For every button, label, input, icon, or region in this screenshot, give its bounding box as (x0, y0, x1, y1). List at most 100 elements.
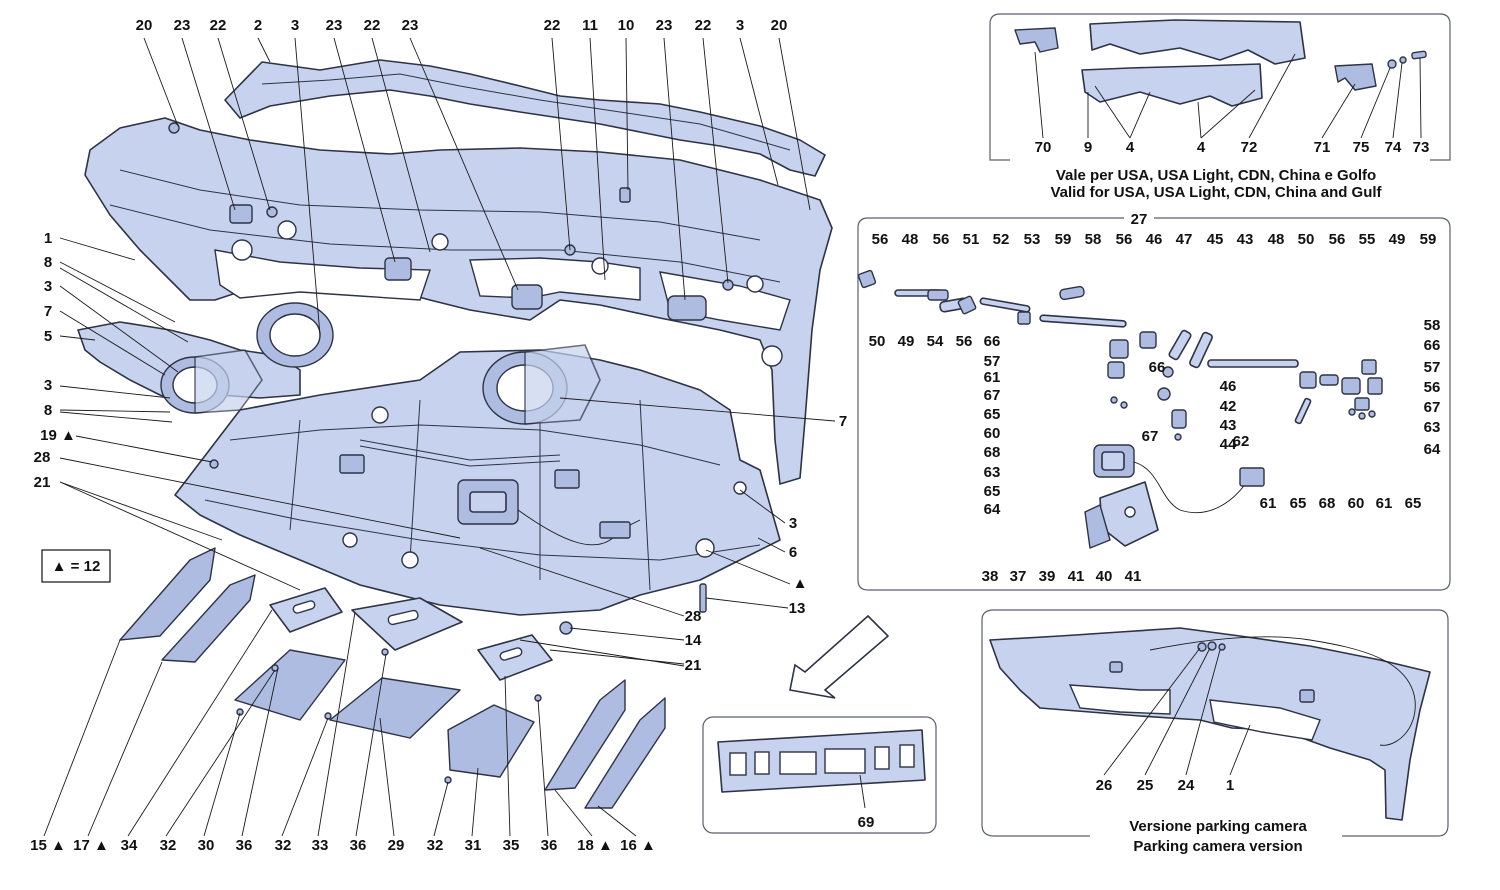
plate-callout: 69 (858, 814, 875, 831)
mechanism-callout-13: 48 (1268, 231, 1285, 248)
main-callout-4: 3 (291, 17, 299, 34)
main-callout-42: 29 (388, 837, 405, 854)
main-callout-46: 36 (541, 837, 558, 854)
main-callout-41: 36 (350, 837, 367, 854)
mechanism-callout-29: 68 (984, 444, 1001, 461)
mechanism-callout-22: 56 (956, 333, 973, 350)
main-callout-7: 23 (402, 17, 419, 34)
mechanism-callout-45: 64 (1424, 441, 1441, 458)
mechanism-callout-58: 41 (1125, 568, 1142, 585)
main-callout-24: 21 (34, 474, 51, 491)
mechanism-callout-11: 45 (1207, 231, 1224, 248)
usa-callout-8: 73 (1413, 139, 1430, 156)
mechanism-callout-53: 38 (982, 568, 999, 585)
main-callout-5: 23 (326, 17, 343, 34)
mechanism-callout-15: 56 (1329, 231, 1346, 248)
usa-callout-3: 4 (1197, 139, 1206, 156)
main-assembly (43, 37, 836, 837)
main-callout-43: 32 (427, 837, 444, 854)
mechanism-callout-20: 49 (898, 333, 915, 350)
camera-callout-0: 26 (1096, 777, 1113, 794)
main-callout-28: ▲ (793, 575, 808, 592)
main-callout-23: 28 (34, 449, 51, 466)
camera-caption-en: Parking camera version (1133, 838, 1302, 855)
main-callout-13: 3 (736, 17, 744, 34)
main-callout-0: 20 (136, 17, 153, 34)
mechanism-panel: 27 (857, 211, 1451, 591)
main-callout-44: 31 (465, 837, 482, 854)
main-callout-22: 19 ▲ (40, 427, 76, 444)
mechanism-callout-25: 61 (984, 369, 1001, 386)
mechanism-callout-44: 63 (1424, 419, 1441, 436)
mechanism-callout-34: 46 (1220, 378, 1237, 395)
main-callout-12: 22 (695, 17, 712, 34)
mechanism-callout-38: 67 (1142, 428, 1159, 445)
main-callout-48: 16 ▲ (620, 837, 656, 854)
mechanism-callout-0: 56 (872, 231, 889, 248)
usa-caption-en: Valid for USA, USA Light, CDN, China and… (1050, 184, 1382, 201)
mechanism-callout-41: 57 (1424, 359, 1441, 376)
main-callout-9: 11 (582, 17, 598, 34)
mechanism-callout-48: 65 (1290, 495, 1307, 512)
mechanism-callout-7: 58 (1085, 231, 1102, 248)
main-callout-20: 3 (44, 377, 52, 394)
mechanism-callout-57: 40 (1096, 568, 1113, 585)
mechanism-callout-4: 52 (993, 231, 1010, 248)
usa-callout-0: 70 (1035, 139, 1052, 156)
main-callout-40: 33 (312, 837, 329, 854)
plate-panel: 69 (702, 716, 937, 834)
mechanism-callout-52: 65 (1405, 495, 1422, 512)
mechanism-callout-39: 58 (1424, 317, 1441, 334)
mechanism-callout-26: 67 (984, 387, 1001, 404)
mechanism-callout-27: 65 (984, 406, 1001, 423)
usa-callout-1: 9 (1084, 139, 1092, 156)
main-callout-11: 23 (656, 17, 673, 34)
main-callout-21: 8 (44, 402, 52, 419)
mechanism-callout-9: 46 (1146, 231, 1163, 248)
mechanism-callout-47: 61 (1260, 495, 1277, 512)
mechanism-callout-5: 53 (1024, 231, 1041, 248)
main-callout-3: 2 (254, 17, 262, 34)
mechanism-callout-33: 66 (1149, 359, 1166, 376)
main-callout-1: 23 (174, 17, 191, 34)
main-callout-8: 22 (544, 17, 561, 34)
mechanism-callout-18: 59 (1420, 231, 1437, 248)
usa-callout-5: 71 (1314, 139, 1331, 156)
mechanism-callout-36: 43 (1220, 417, 1237, 434)
upper-trim-strip (224, 59, 826, 177)
legend-box: ▲ = 12 (41, 549, 111, 583)
usa-callout-6: 75 (1353, 139, 1370, 156)
usa-callout-4: 72 (1241, 139, 1258, 156)
main-callout-31: 14 (685, 632, 702, 649)
mechanism-header-number: 27 (1131, 211, 1148, 228)
mechanism-callout-30: 63 (984, 464, 1001, 481)
mechanism-callout-50: 60 (1348, 495, 1365, 512)
main-callout-36: 32 (160, 837, 177, 854)
main-callout-14: 20 (771, 17, 788, 34)
mechanism-callout-32: 64 (984, 501, 1001, 518)
main-callout-37: 30 (198, 837, 215, 854)
mechanism-callout-16: 55 (1359, 231, 1376, 248)
mechanism-callout-12: 43 (1237, 231, 1254, 248)
camera-caption-it: Versione parking camera (1129, 818, 1307, 835)
usa-callout-7: 74 (1385, 139, 1402, 156)
usa-caption-it: Vale per USA, USA Light, CDN, China e Go… (1056, 167, 1376, 184)
mechanism-callout-51: 61 (1376, 495, 1393, 512)
mechanism-callout-40: 66 (1424, 337, 1441, 354)
mechanism-callout-1: 48 (902, 231, 919, 248)
camera-callout-2: 24 (1178, 777, 1195, 794)
main-callout-26: 3 (789, 515, 797, 532)
camera-callout-1: 25 (1137, 777, 1154, 794)
mechanism-callout-14: 50 (1298, 231, 1315, 248)
main-callout-32: 21 (685, 657, 702, 674)
main-callout-19: 5 (44, 328, 52, 345)
main-callout-35: 34 (121, 837, 138, 854)
main-callout-16: 8 (44, 254, 52, 271)
main-callout-33: 15 ▲ (30, 837, 66, 854)
mechanism-callout-37: 44 (1220, 436, 1237, 453)
main-callout-38: 36 (236, 837, 253, 854)
mechanism-callout-2: 56 (933, 231, 950, 248)
mechanism-callout-42: 56 (1424, 379, 1441, 396)
